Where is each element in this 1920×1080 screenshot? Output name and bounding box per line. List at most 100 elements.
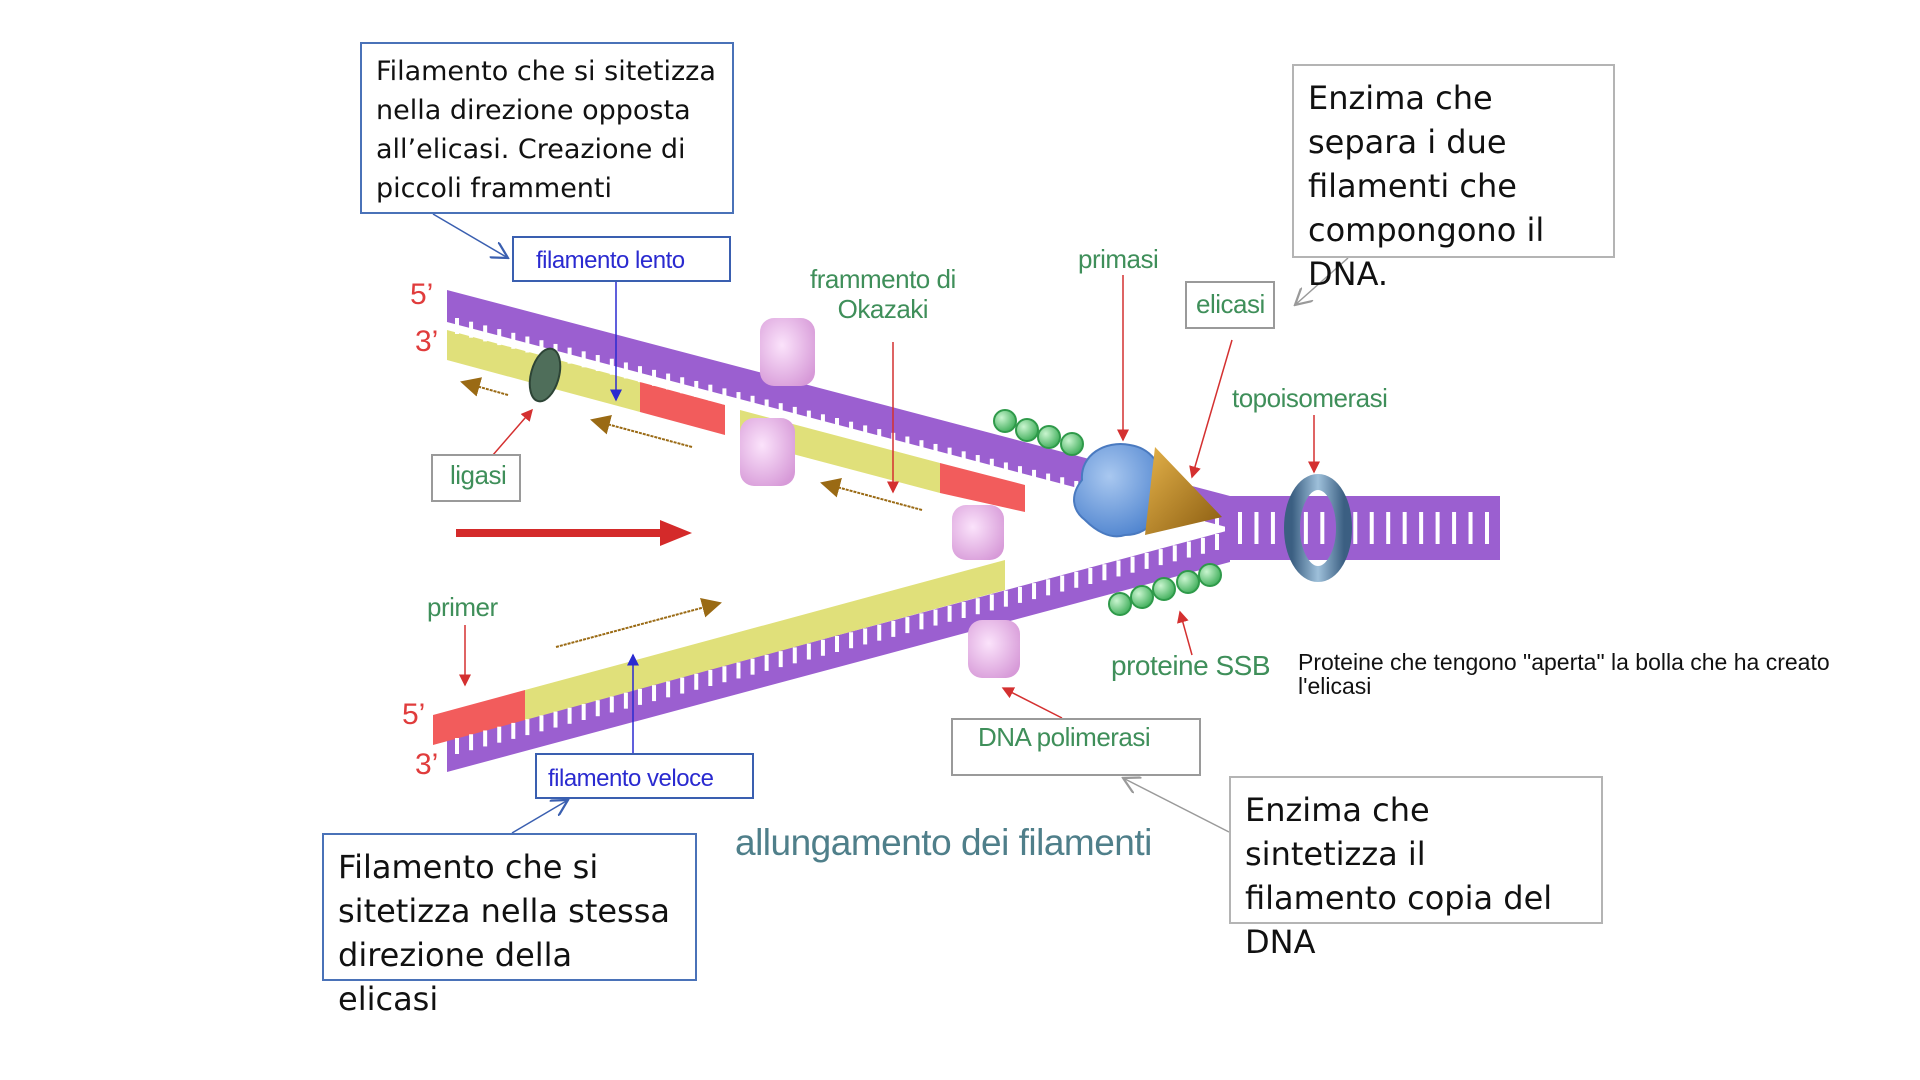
- base-pair-tick: [764, 399, 769, 416]
- base-pair-tick: [539, 715, 544, 732]
- base-pair-tick: [764, 654, 769, 671]
- connector-polymerase-callout: [1123, 778, 1230, 833]
- base-pair-tick: [469, 321, 474, 338]
- base-pair-tick: [989, 594, 994, 611]
- base-pair-tick: [595, 355, 600, 372]
- base-pair-tick: [947, 605, 952, 622]
- base-pair-tick: [1238, 512, 1242, 544]
- base-pair-tick: [455, 738, 459, 754]
- base-pair-tick: [820, 639, 825, 656]
- base-pair-tick: [525, 336, 530, 353]
- topoisomerasi-label: topoisomerasi: [1232, 383, 1388, 413]
- base-pair-tick: [469, 734, 474, 751]
- base-pair-tick: [595, 700, 600, 717]
- ssb-protein-bead: [1176, 570, 1200, 594]
- base-pair-tick: [666, 681, 671, 698]
- okazaki-primer: [640, 382, 1025, 512]
- base-pair-tick: [806, 643, 811, 660]
- base-pair-tick: [877, 429, 882, 446]
- base-pair-tick: [736, 662, 741, 679]
- base-pair-tick: [919, 613, 924, 630]
- base-pair-tick: [919, 440, 924, 457]
- base-pair-tick: [905, 436, 910, 453]
- base-pair-tick: [637, 688, 642, 705]
- base-pair-tick: [778, 403, 783, 420]
- base-pair-tick: [623, 362, 628, 379]
- base-pair-tick: [1303, 512, 1308, 544]
- base-pair-tick: [863, 425, 868, 442]
- base-pair-tick: [835, 636, 839, 652]
- base-pair-tick: [1074, 571, 1079, 588]
- elicasi-label: elicasi: [1196, 289, 1265, 319]
- base-pair-tick: [1116, 560, 1121, 577]
- base-pair-tick: [792, 647, 797, 664]
- top-3-prime-label: 3’: [415, 325, 439, 358]
- base-pair-tick: [975, 455, 980, 472]
- ssb-protein-bead: [993, 409, 1017, 433]
- lagging-template-strand: [447, 290, 1230, 528]
- base-pair-tick: [680, 377, 685, 394]
- base-pair-tick: [1046, 473, 1051, 490]
- base-pair-tick: [497, 726, 502, 743]
- base-pair-tick: [1386, 512, 1391, 544]
- polymerase-callout: Enzima che sintetizza il filamento copia…: [1229, 776, 1603, 961]
- pointer-dna-polimerasi: [1001, 687, 1063, 719]
- base-pair-tick: [666, 373, 671, 390]
- primer-label: primer: [427, 592, 498, 622]
- frammento-okazaki-label: frammento di Okazaki: [810, 264, 956, 324]
- base-pair-tick: [1144, 552, 1149, 569]
- replication-direction-arrowhead: [660, 520, 692, 546]
- base-pair-tick: [581, 704, 586, 720]
- base-pair-tick: [1353, 512, 1358, 544]
- ssb-protein-bead: [1037, 425, 1061, 449]
- filamento-veloce-box: [535, 753, 754, 799]
- connector-leading-callout: [511, 800, 568, 834]
- base-pair-tick: [1435, 512, 1440, 544]
- base-pair-tick: [1186, 541, 1191, 558]
- connector-lagging-callout: [432, 213, 508, 258]
- dna-polimerasi-box: [951, 718, 1201, 776]
- ligasi-label: ligasi: [450, 460, 507, 490]
- base-pair-tick: [1320, 512, 1325, 544]
- base-pair-tick: [1060, 575, 1065, 592]
- base-pair-tick: [1485, 512, 1489, 544]
- ssb-protein-bead: [1198, 563, 1222, 587]
- base-pair-tick: [708, 384, 713, 401]
- base-pair-tick: [905, 617, 910, 634]
- base-pair-tick: [792, 406, 797, 423]
- base-pair-tick: [820, 414, 825, 431]
- base-pair-tick: [750, 395, 755, 412]
- base-pair-tick: [525, 719, 530, 736]
- base-pair-tick: [961, 602, 966, 618]
- topoisomerase-enzyme: [1284, 474, 1352, 582]
- primasi-label: primasi: [1078, 244, 1159, 274]
- helicase-callout: Enzima che separa i due filamenti che co…: [1292, 64, 1615, 293]
- base-pair-tick: [849, 421, 854, 438]
- base-pair-tick: [694, 673, 699, 690]
- base-pair-tick: [1215, 518, 1219, 534]
- base-pair-tick: [1200, 537, 1205, 554]
- base-pair-tick: [750, 658, 755, 675]
- ligasi-box: [431, 454, 521, 502]
- ssb-protein-bead: [1060, 432, 1084, 456]
- base-pair-tick: [511, 332, 516, 349]
- base-pair-tick: [483, 730, 488, 747]
- base-pair-tick: [1270, 512, 1275, 544]
- helicase-callout-text: Enzima che separa i due filamenti che co…: [1308, 79, 1545, 293]
- base-pair-tick: [1060, 477, 1065, 494]
- base-pair-tick: [1468, 512, 1473, 544]
- base-pair-tick: [455, 318, 459, 334]
- base-pair-tick: [863, 628, 868, 645]
- elicasi-box: [1185, 281, 1275, 329]
- base-pair-tick: [947, 447, 952, 464]
- base-pair-tick: [975, 598, 980, 615]
- base-pair-tick: [1369, 512, 1374, 544]
- base-pair-tick: [933, 443, 938, 460]
- ssb-protein-bead: [1015, 418, 1039, 442]
- base-pair-tick: [609, 696, 614, 713]
- base-pair-tick: [877, 624, 882, 641]
- base-pair-tick: [1017, 466, 1022, 483]
- synthesis-arrow-4: [555, 598, 722, 648]
- base-pair-tick: [1172, 545, 1177, 562]
- base-pair-tick: [497, 329, 502, 346]
